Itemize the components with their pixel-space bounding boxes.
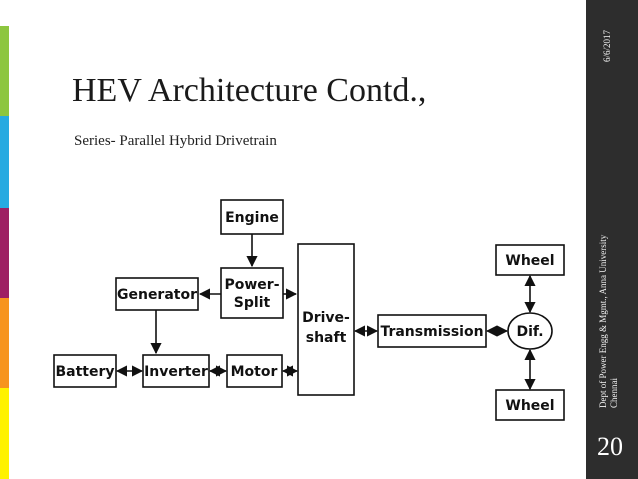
wheel-bottom-box [495, 389, 565, 421]
differential-label: Dif. [516, 324, 543, 340]
slide-number: 20 [597, 432, 623, 461]
slide-subtitle: Series- Parallel Hybrid Drivetrain [74, 133, 277, 149]
accent-bar-blue [0, 116, 9, 208]
battery-label: Battery [55, 364, 114, 380]
wheel-bottom-label: Wheel [505, 398, 554, 414]
footer-line-2: Chennai [609, 378, 619, 408]
battery-box [53, 354, 117, 388]
footer-line-1: Dept of Power Engg & Mgmt., Anna Univers… [598, 234, 608, 408]
generator-label: Generator [117, 287, 197, 303]
accent-bar-green [0, 26, 9, 116]
sidebar-panel [586, 0, 638, 479]
slide-title: HEV Architecture Contd., [72, 72, 427, 109]
driveshaft-box [297, 243, 355, 396]
power-split-label-1: Power- [224, 277, 279, 293]
power-split-label-2: Split [234, 295, 271, 311]
wheel-top-label: Wheel [505, 253, 554, 269]
power-split-box [220, 267, 284, 319]
slide-date: 6/6/2017 [602, 29, 612, 62]
accent-bar-orange [0, 298, 9, 388]
driveshaft-label-2: shaft [306, 330, 347, 346]
transmission-label: Transmission [380, 324, 483, 340]
driveshaft-label-1: Drive- [302, 310, 350, 326]
wheel-top-box [495, 244, 565, 276]
engine-label: Engine [225, 210, 279, 226]
generator-box [115, 277, 199, 311]
motor-box [226, 354, 283, 388]
motor-label: Motor [231, 364, 278, 380]
slide-footer: Dept of Power Engg & Mgmt., Anna Univers… [598, 235, 620, 408]
accent-bar-magenta [0, 208, 9, 298]
inverter-label: Inverter [144, 364, 208, 380]
accent-bar-yellow [0, 388, 9, 479]
drivetrain-diagram: Engine Power- Split Generator Drive- sha… [53, 199, 565, 421]
